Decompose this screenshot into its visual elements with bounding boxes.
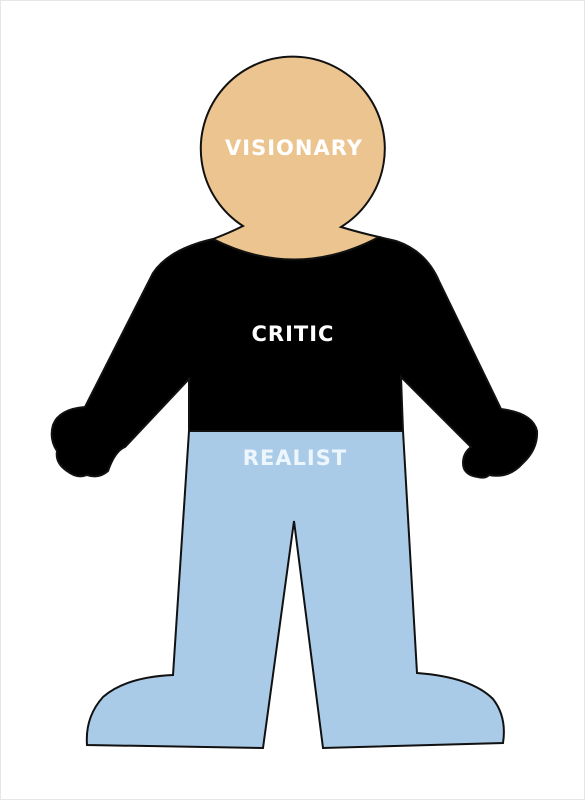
head-label: VISIONARY: [225, 136, 363, 160]
legs-label: REALIST: [243, 446, 347, 470]
legs-pants-shape: [85, 430, 505, 750]
head-shape: [199, 55, 386, 261]
torso-label: CRITIC: [252, 322, 335, 346]
torso-shirt-shape: [50, 235, 539, 479]
